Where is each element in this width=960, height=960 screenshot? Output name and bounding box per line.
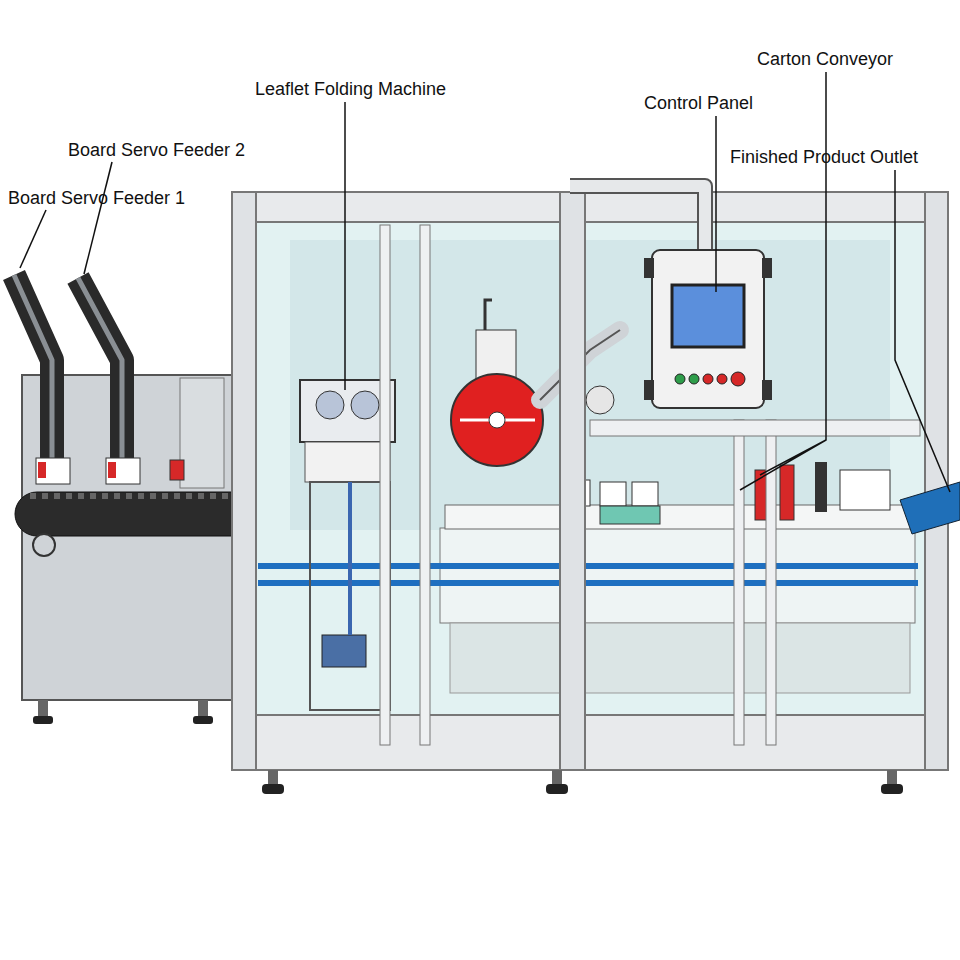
sprocket	[33, 534, 55, 556]
part-label: Carton Conveyor	[757, 48, 893, 70]
leader-line	[344, 102, 346, 390]
chute-clamp	[36, 458, 70, 484]
folder-base	[305, 442, 390, 482]
panel-button	[717, 374, 727, 384]
red-disc	[451, 374, 543, 466]
panel-button	[675, 374, 685, 384]
carton	[632, 482, 658, 506]
lower-frame	[450, 623, 910, 693]
leader-line	[715, 116, 717, 292]
folder-roller	[316, 391, 344, 419]
chute-clamp	[106, 458, 140, 484]
arm-joint	[586, 386, 614, 414]
glass-enclosure	[255, 222, 925, 715]
handle	[485, 300, 492, 330]
panel-bracket	[762, 258, 772, 278]
clamp-marker	[38, 462, 46, 478]
foot	[546, 784, 568, 794]
panel-button	[703, 374, 713, 384]
chute-rail	[14, 275, 52, 470]
foot	[262, 784, 284, 794]
part-label: Board Servo Feeder 1	[8, 187, 185, 209]
door-rail	[380, 225, 390, 745]
foot	[887, 770, 897, 786]
carton-tray	[600, 506, 660, 524]
folder-stand	[310, 482, 390, 710]
emergency-stop	[731, 372, 745, 386]
guard-rail	[590, 420, 920, 436]
clamp-marker	[108, 462, 116, 478]
panel-bracket	[762, 380, 772, 400]
foot	[552, 770, 562, 786]
part-label: Board Servo Feeder 2	[68, 139, 245, 161]
pusher	[815, 462, 827, 512]
part-label: Control Panel	[644, 92, 753, 114]
touch-screen	[672, 285, 744, 347]
foot	[193, 716, 213, 724]
blue-stripe	[258, 580, 918, 586]
panel-bracket	[644, 380, 654, 400]
foot	[38, 700, 48, 718]
cabinet-panel	[180, 378, 224, 488]
feeder-chute	[78, 278, 122, 470]
door-rail	[420, 225, 430, 745]
frame-post	[925, 192, 948, 770]
part-label: Leaflet Folding Machine	[255, 78, 446, 100]
panel-bracket	[644, 258, 654, 278]
frame-post	[560, 192, 585, 770]
clamp-marker	[170, 460, 184, 480]
chute-rail	[78, 278, 122, 470]
foot	[33, 716, 53, 724]
control-panel	[652, 250, 764, 408]
leader-line	[740, 72, 826, 490]
folder-shaft	[348, 482, 352, 635]
frame-post	[232, 192, 256, 770]
outlet-conveyor	[900, 482, 960, 534]
machine-base	[440, 528, 915, 623]
door-rail	[734, 420, 744, 745]
leader-line	[20, 210, 46, 268]
foot	[268, 770, 278, 786]
carton	[840, 470, 890, 510]
feeder-chute	[14, 275, 52, 470]
leader-line	[895, 170, 950, 492]
panel-arm	[570, 186, 705, 250]
foot	[198, 700, 208, 718]
panel-button	[689, 374, 699, 384]
pusher	[780, 465, 794, 520]
disc-hub	[489, 412, 505, 428]
bottom-beam	[232, 715, 948, 770]
foot	[881, 784, 903, 794]
folder-motor	[322, 635, 366, 667]
blue-stripe	[258, 563, 918, 569]
top-beam	[232, 192, 948, 222]
panel-arm-outline	[570, 186, 705, 250]
part-label: Finished Product Outlet	[730, 146, 918, 168]
folder-roller	[351, 391, 379, 419]
carton	[600, 482, 626, 506]
leader-line	[84, 162, 112, 274]
